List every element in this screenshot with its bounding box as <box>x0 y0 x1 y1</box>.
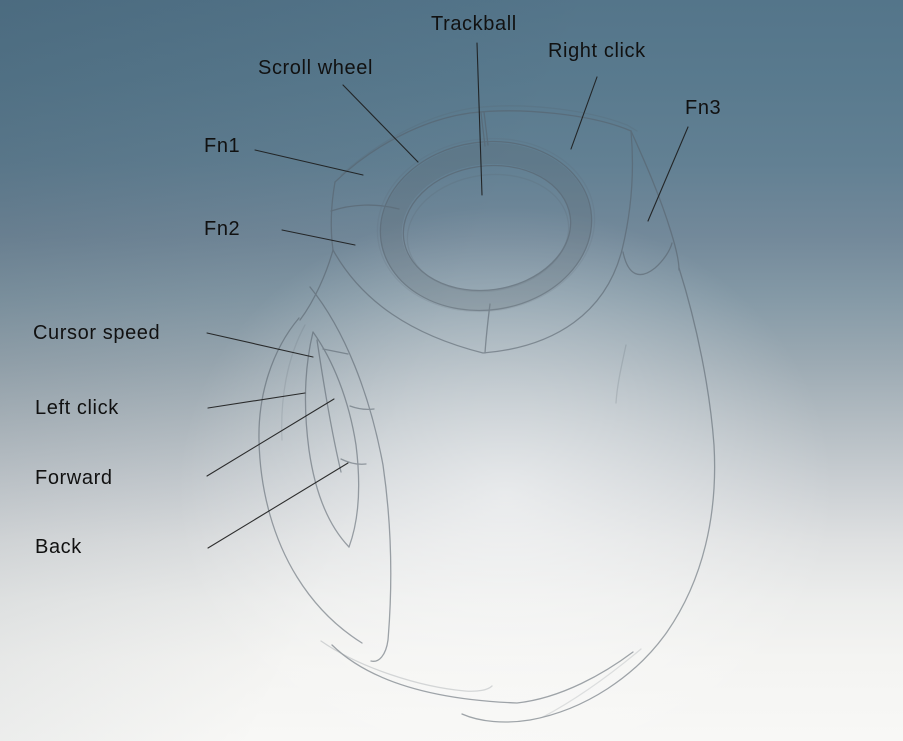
bottom-inner-arc <box>320 640 493 692</box>
top-plate-right-seam <box>621 130 634 251</box>
trackball-circle <box>406 173 570 293</box>
label-back: Back <box>35 536 82 558</box>
leader-scroll-wheel <box>342 84 419 163</box>
top-plate-left-edge <box>330 181 336 251</box>
bottom-shading-stroke <box>542 648 642 718</box>
leader-left-click <box>207 392 306 409</box>
side-button-cluster-left-edge <box>304 331 350 548</box>
leader-forward <box>206 398 335 477</box>
fn3-bump-crescent <box>622 242 673 276</box>
ring-top-seam <box>480 111 489 147</box>
label-fn1: Fn1 <box>204 135 241 157</box>
leader-right-click <box>570 76 598 150</box>
side-button-divider-middle <box>349 405 375 411</box>
leader-back <box>207 462 349 549</box>
side-panel-outer-edge <box>258 317 363 644</box>
leader-lines <box>206 42 689 549</box>
left-neck-edge <box>299 249 334 321</box>
label-scroll-wheel: Scroll wheel <box>258 57 374 79</box>
scroll-ring-outer-double <box>376 137 596 313</box>
leader-fn2 <box>281 229 356 246</box>
top-plate-top-edge-double <box>340 105 638 176</box>
scroll-ring-inner <box>402 164 572 292</box>
fn1-fn2-divider-seam <box>330 204 400 212</box>
side-button-inner-seam <box>316 339 342 473</box>
label-cursor-speed: Cursor speed <box>33 322 161 344</box>
ring-bottom-seam <box>484 303 491 354</box>
label-fn2: Fn2 <box>204 218 241 240</box>
label-right-click: Right click <box>548 40 646 62</box>
top-plate-top-edge <box>334 110 632 183</box>
right-body-crease-faint <box>615 344 627 404</box>
leader-fn3 <box>647 126 689 222</box>
scroll-ring-outer <box>379 140 593 312</box>
leader-fn1 <box>254 149 364 176</box>
side-button-divider-top <box>322 348 349 355</box>
side-panel-body-crease <box>309 286 392 662</box>
leader-trackball <box>476 42 483 196</box>
side-panel-outer-edge-double <box>281 324 306 441</box>
side-button-cluster-right-edge <box>312 331 360 548</box>
side-button-divider-bottom <box>340 458 367 465</box>
sketch-lines <box>258 105 716 723</box>
right-body-outline <box>461 267 716 723</box>
scroll-ring-hatching <box>380 143 592 311</box>
label-left-click: Left click <box>35 397 119 419</box>
label-trackball: Trackball <box>431 13 517 35</box>
label-fn3: Fn3 <box>685 97 722 119</box>
top-plate-bottom-edge <box>332 249 623 354</box>
label-forward: Forward <box>35 467 113 489</box>
bottom-outline <box>331 644 634 704</box>
leader-cursor-speed <box>206 332 314 358</box>
fn3-bump-outer-edge <box>630 130 680 271</box>
